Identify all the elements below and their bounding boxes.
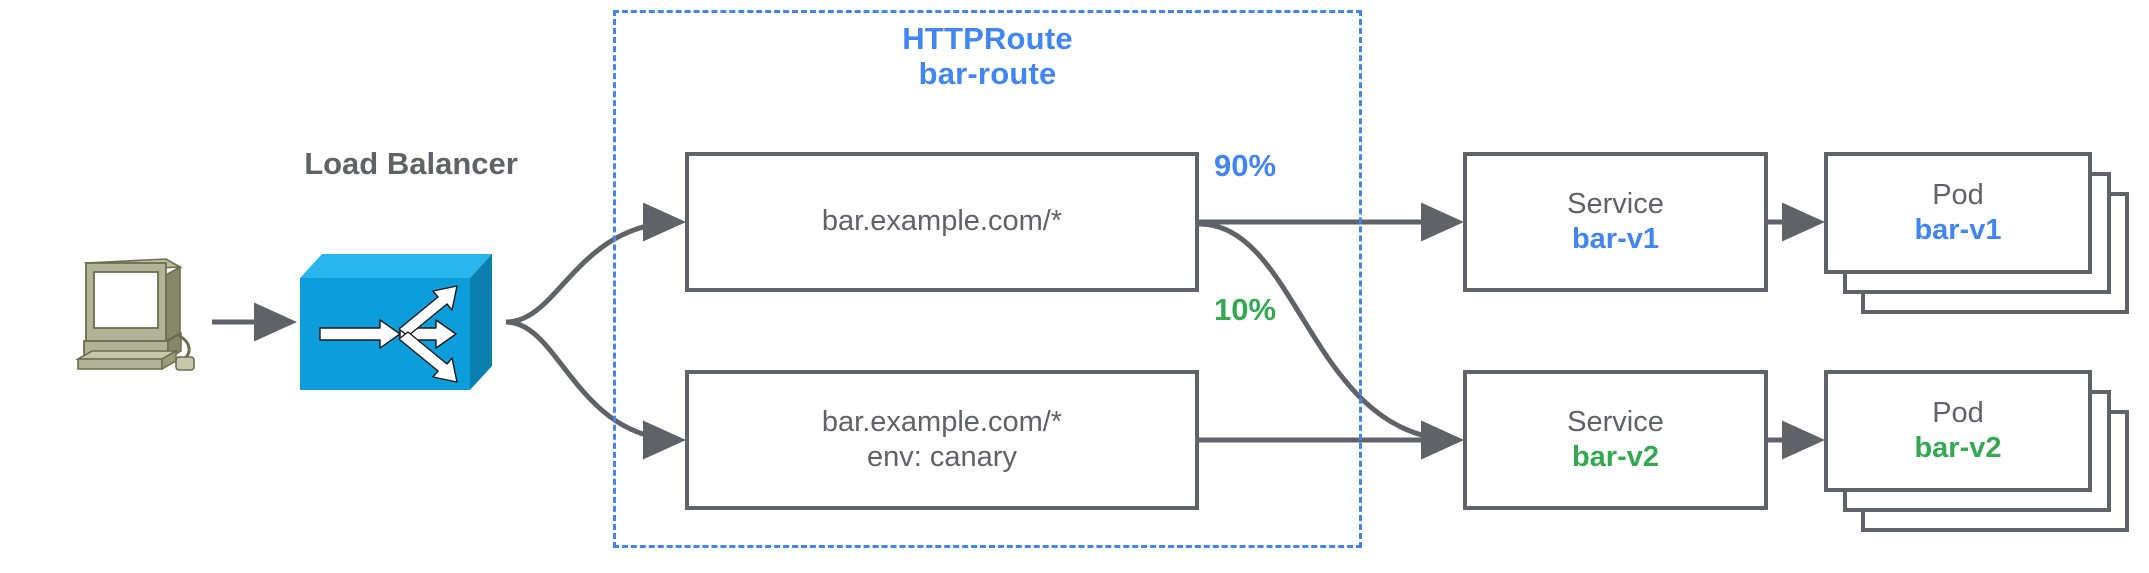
pod-v1-kind: Pod — [1932, 178, 1984, 211]
service-box-bar-v2[interactable]: Service bar-v2 — [1463, 370, 1768, 510]
pod-stack-bar-v2[interactable]: Pod bar-v2 — [1824, 370, 2129, 532]
pod-stack-bar-v1[interactable]: Pod bar-v1 — [1824, 152, 2129, 314]
pod-v2-name: bar-v2 — [1914, 432, 2002, 464]
load-balancer-icon — [300, 254, 492, 390]
route-box-canary[interactable]: bar.example.com/* env: canary — [685, 370, 1199, 510]
service-box-bar-v1[interactable]: Service bar-v1 — [1463, 152, 1768, 292]
pod-v2-kind: Pod — [1932, 396, 1984, 429]
service-v2-name: bar-v2 — [1571, 441, 1660, 473]
httproute-kind-label: HTTPRoute — [902, 21, 1073, 56]
httproute-group-title: HTTPRoute bar-route — [613, 21, 1362, 91]
service-v2-kind: Service — [1567, 405, 1664, 438]
weight-label-10: 10% — [1214, 292, 1277, 327]
service-v1-kind: Service — [1567, 187, 1664, 220]
pod-replica-front[interactable]: Pod bar-v1 — [1824, 152, 2092, 274]
pod-replica-front[interactable]: Pod bar-v2 — [1824, 370, 2092, 492]
route-box-primary[interactable]: bar.example.com/* — [685, 152, 1199, 292]
route-canary-header: env: canary — [867, 441, 1017, 473]
route-canary-host: bar.example.com/* — [821, 405, 1063, 438]
weight-label-90: 90% — [1214, 148, 1277, 183]
service-v1-name: bar-v1 — [1571, 223, 1660, 255]
computer-icon — [74, 258, 195, 371]
pod-v1-name: bar-v1 — [1914, 214, 2002, 246]
httproute-group-boundary — [613, 10, 1362, 548]
httproute-name-label: bar-route — [918, 55, 1057, 91]
load-balancer-label: Load Balancer — [304, 146, 518, 181]
route-primary-host: bar.example.com/* — [821, 205, 1063, 238]
